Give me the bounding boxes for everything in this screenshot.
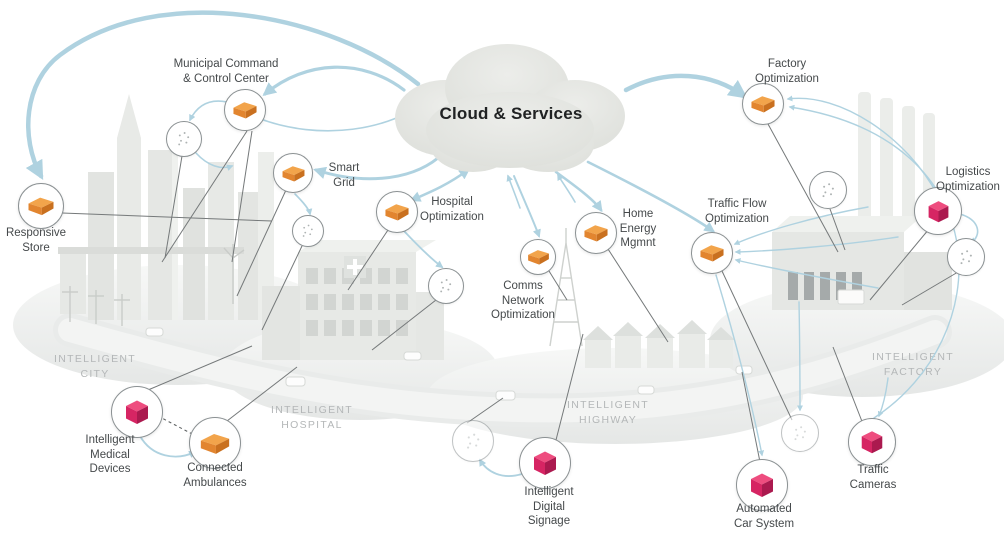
device-cube-icon [534, 451, 556, 475]
gateway-box-icon [527, 250, 549, 265]
arrow-cloud-hospital-bidirectional [409, 168, 471, 202]
node-traffic-cameras [848, 418, 896, 466]
sensor-icon [466, 433, 479, 449]
sensor-icon [178, 132, 190, 146]
cloud-icon [395, 44, 625, 172]
node-smart-grid [273, 153, 313, 193]
node-responsive-store [18, 183, 64, 229]
sensor-node-hospital [428, 268, 464, 304]
hospital-building [262, 240, 444, 360]
node-factory-optimization [742, 83, 784, 125]
sensor-node-highway-1 [452, 420, 494, 462]
arrow-cloud-to-smart-grid [313, 156, 440, 181]
arrow-cloud-to-factory [623, 73, 748, 99]
sensor-node-logistics [947, 238, 985, 276]
vehicles [145, 327, 753, 401]
cloud-services: Cloud & Services [383, 30, 639, 180]
pointer-lines [61, 123, 959, 463]
factory-windows [788, 272, 862, 300]
label-automated-car-system: Automated Car System [733, 503, 795, 530]
arrow-right-to-factory-2 [788, 104, 960, 419]
device-cube-icon [861, 431, 883, 454]
node-automated-car [736, 459, 788, 511]
gateway-box-icon [700, 245, 724, 262]
gateway-box-icon [28, 197, 54, 216]
arrow-cloud-to-traffic-flow [586, 160, 716, 233]
houses [583, 320, 735, 368]
sensor-icon [960, 249, 972, 264]
gateway-box-icon [584, 225, 608, 242]
gateway-box-icon [200, 433, 230, 454]
region-label-intelligent-city: INTELLIGENT CITY [54, 353, 136, 381]
arrow-into-cloud-2 [557, 173, 576, 203]
label-responsive-store: Responsive Store [5, 227, 67, 254]
sensor-icon [794, 425, 806, 440]
arrow-medical-to-ambulances [139, 435, 197, 458]
label-medical-devices: Intelligent Medical Devices [85, 434, 135, 476]
arrow-down-to-cameras [877, 377, 889, 418]
label-traffic-cameras: Traffic Cameras [849, 464, 897, 491]
label-hospital-optimization: Hospital Optimization [420, 196, 484, 223]
sensor-node-highway-2 [781, 414, 819, 452]
arrow-cloud-to-comms [513, 175, 541, 238]
node-connected-ambulances [189, 417, 241, 469]
label-home-energy: Home Energy Mgmnt [619, 208, 657, 250]
arrow-down-to-highway-sensor [797, 301, 803, 412]
label-connected-ambulances: Connected Ambulances [183, 462, 247, 489]
arrow-into-traffic-flow-1 [733, 206, 869, 245]
device-cube-icon [928, 200, 948, 222]
arrow-right-to-factory-1 [786, 95, 939, 197]
sensor-node-city-1 [166, 121, 202, 157]
arrow-down-to-car-system [715, 274, 765, 457]
label-traffic-flow: Traffic Flow Optimization [705, 198, 769, 225]
region-label-intelligent-highway: INTELLIGENT HIGHWAY [567, 399, 649, 427]
gateway-box-icon [751, 96, 775, 113]
sensor-icon [302, 224, 313, 237]
label-comms-network: Comms Network Optimization [491, 280, 555, 322]
arrow-into-traffic-flow-3 [734, 258, 879, 289]
node-home-energy [575, 212, 617, 254]
label-municipal-command: Municipal Command & Control Center [173, 58, 279, 85]
arrow-into-cloud-1 [506, 174, 521, 209]
city-buildings [58, 94, 274, 326]
gateway-box-icon [282, 165, 304, 182]
label-factory-optimization: Factory Optimization [755, 58, 819, 85]
sensor-node-factory [809, 171, 847, 209]
arrow-cloud-to-municipal [262, 65, 406, 97]
sensor-node-city-2 [292, 215, 324, 247]
device-cube-icon [126, 400, 148, 424]
arrow-signage-to-sensor [479, 458, 523, 477]
cloud-arrows [25, 10, 748, 238]
sensor-icon [440, 279, 452, 293]
node-comms-network [520, 239, 556, 275]
device-cube-icon [751, 473, 773, 497]
sensor-icon [822, 182, 834, 197]
label-smart-grid: Smart Grid [328, 162, 360, 189]
label-digital-signage: Intelligent Digital Signage [524, 486, 574, 528]
node-medical-devices [111, 386, 163, 438]
region-label-intelligent-factory: INTELLIGENT FACTORY [872, 351, 954, 379]
cloud-title: Cloud & Services [439, 104, 583, 123]
node-digital-signage [519, 437, 571, 489]
arrow-cloud-to-responsive-store [25, 10, 421, 180]
gateway-box-icon [233, 102, 257, 119]
dashed-link-medical-ambulances [157, 415, 197, 437]
node-municipal-command [224, 89, 266, 131]
gateway-box-icon [385, 204, 409, 221]
arrow-sensor-to-city [195, 152, 234, 171]
truck [837, 289, 865, 305]
label-logistics-optimization: Logistics Optimization [936, 166, 1000, 193]
arrow-into-traffic-flow-2 [734, 236, 899, 255]
region-label-intelligent-hospital: INTELLIGENT HOSPITAL [271, 404, 353, 432]
node-traffic-flow [691, 232, 733, 274]
arrow-municipal-to-sensor [189, 100, 228, 122]
node-logistics-optimization [914, 187, 962, 235]
arrow-smart-grid-to-sensor [294, 193, 313, 216]
arrow-hospital-to-sensor [403, 230, 444, 269]
radio-tower [549, 228, 583, 347]
